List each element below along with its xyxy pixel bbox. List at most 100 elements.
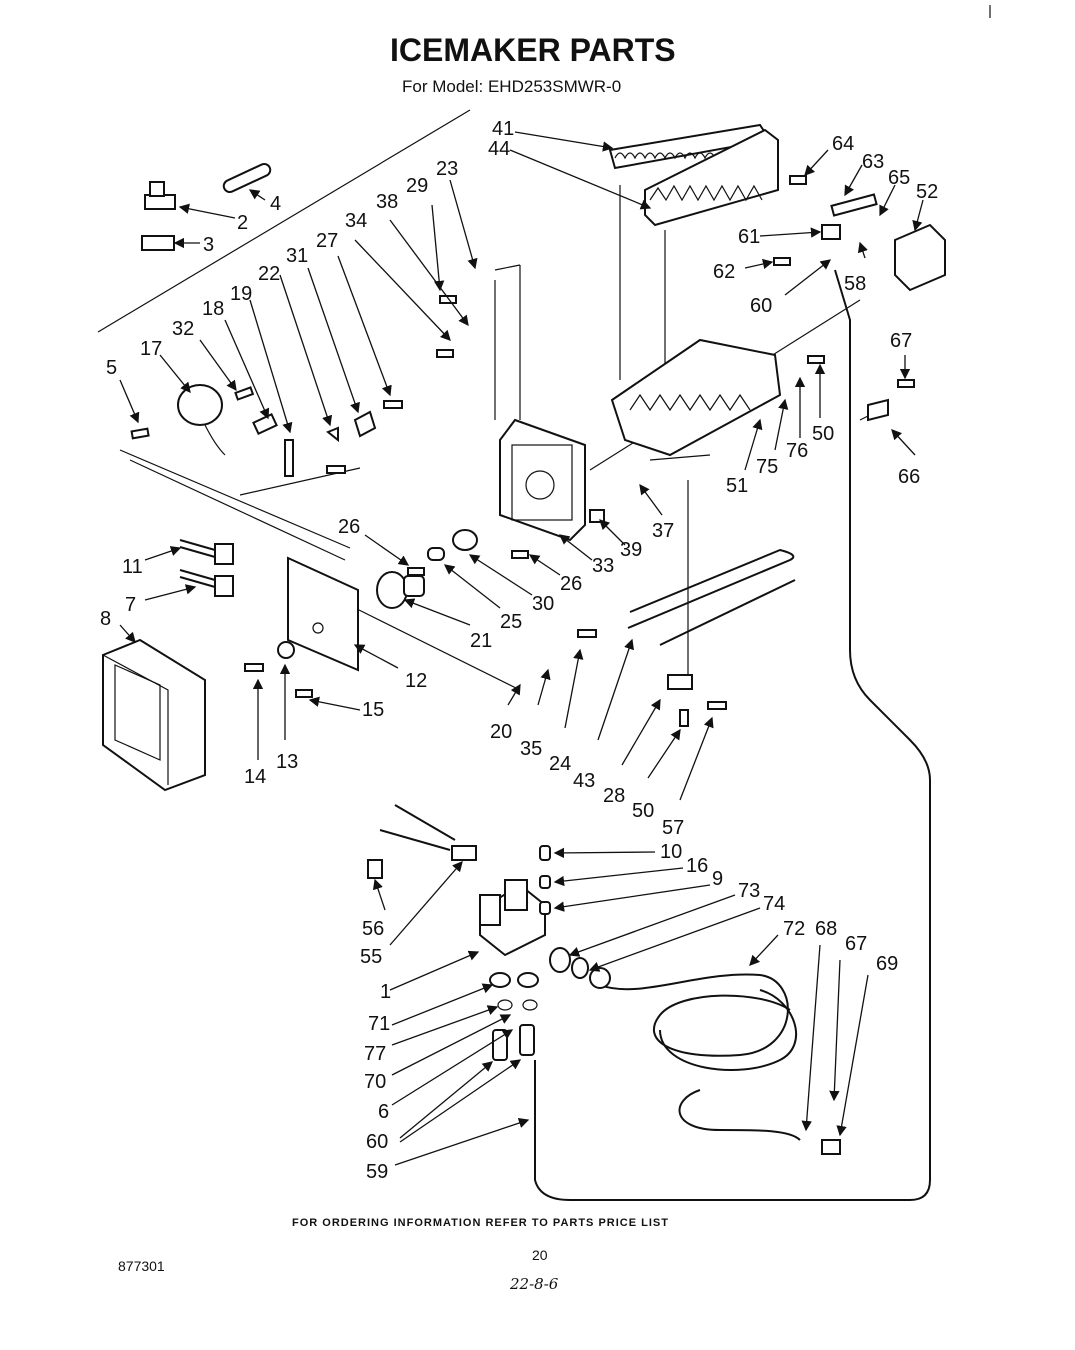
callout-60: 60 — [750, 295, 772, 317]
callout-37: 37 — [652, 520, 674, 542]
callout-51: 51 — [726, 475, 748, 497]
callout-68: 68 — [815, 918, 837, 940]
callout-34: 34 — [345, 210, 367, 232]
callout-76: 76 — [786, 440, 808, 462]
ice-mold-51 — [610, 338, 782, 461]
fitting-73-74 — [549, 947, 611, 989]
module-12 — [287, 556, 359, 672]
document-number: 877301 — [118, 1258, 165, 1274]
callout-10: 10 — [660, 841, 682, 863]
cam-31 — [353, 410, 377, 438]
callout-14: 14 — [244, 766, 266, 788]
callout-62: 62 — [713, 261, 735, 283]
leader-lines — [119, 131, 924, 1166]
ring-77 — [497, 999, 538, 1011]
callout-72: 72 — [783, 918, 805, 940]
callout-26b: 26 — [560, 573, 582, 595]
callout-70: 70 — [364, 1071, 386, 1093]
page-title: ICEMAKER PARTS — [390, 32, 676, 68]
callout-66: 66 — [898, 466, 920, 488]
callout-32: 32 — [172, 318, 194, 340]
callout-16: 16 — [686, 855, 708, 877]
callout-9: 9 — [712, 868, 723, 890]
callout-33: 33 — [592, 555, 614, 577]
ordering-note: FOR ORDERING INFORMATION REFER TO PARTS … — [292, 1217, 669, 1229]
water-valve-1 — [479, 879, 546, 957]
callout-25: 25 — [500, 611, 522, 633]
screws — [130, 257, 915, 727]
callout-11: 11 — [122, 556, 143, 578]
callout-30: 30 — [532, 593, 554, 615]
callout-8: 8 — [100, 608, 111, 630]
water-tube-72 — [599, 973, 801, 1141]
callout-71: 71 — [368, 1013, 390, 1035]
callout-29: 29 — [406, 175, 428, 197]
fittings-10-16-9 — [539, 845, 551, 915]
connector-56 — [367, 859, 383, 879]
callout-38: 38 — [376, 191, 398, 213]
callout-4: 4 — [270, 193, 281, 215]
callout-28: 28 — [603, 785, 625, 807]
callout-59: 59 — [366, 1161, 388, 1183]
callout-35: 35 — [520, 738, 542, 760]
gear-19 — [252, 413, 278, 435]
callout-77: 77 — [364, 1043, 386, 1065]
callout-18: 18 — [202, 298, 224, 320]
bracket-61 — [821, 224, 841, 240]
callout-24: 24 — [549, 753, 571, 775]
clamp-69 — [821, 1139, 841, 1155]
callout-43: 43 — [573, 770, 595, 792]
callout-50: 50 — [812, 423, 834, 445]
cam-30 — [452, 529, 478, 551]
fuse-4 — [222, 162, 272, 194]
callout-12: 12 — [405, 670, 427, 692]
callout-60b: 60 — [366, 1131, 388, 1153]
callout-55: 55 — [360, 946, 382, 968]
switch-18 — [284, 439, 294, 477]
callout-31: 31 — [286, 245, 308, 267]
callout-67b: 67 — [845, 933, 867, 955]
callout-57: 57 — [662, 817, 684, 839]
callout-7: 7 — [125, 594, 136, 616]
lever-22 — [326, 426, 339, 443]
page-number: 20 — [532, 1247, 548, 1263]
insert-6 — [492, 1024, 535, 1061]
callout-58: 58 — [844, 273, 866, 295]
callout-22: 22 — [258, 263, 280, 285]
handwritten-note: 22-8-6 — [510, 1275, 559, 1293]
callout-13: 13 — [276, 751, 298, 773]
model-line: For Model: EHD253SMWR-0 — [402, 77, 622, 96]
motor-17 — [177, 384, 226, 456]
heater-28 — [627, 548, 796, 646]
callout-74: 74 — [763, 893, 785, 915]
bracket-28 — [667, 674, 693, 690]
fitting-3 — [141, 235, 175, 251]
callout-65: 65 — [888, 167, 910, 189]
valve-fitting-2 — [144, 181, 176, 210]
control-housing — [499, 418, 586, 542]
washer-13 — [277, 641, 295, 659]
callout-19: 19 — [230, 283, 252, 305]
callout-41: 41 — [492, 118, 514, 140]
callout-23: 23 — [436, 158, 458, 180]
motor-21 — [376, 571, 425, 609]
callout-21: 21 — [470, 630, 492, 652]
cover-8 — [102, 638, 206, 792]
fill-cup-52 — [894, 223, 946, 292]
nut-71 — [489, 972, 539, 988]
callout-15: 15 — [362, 699, 384, 721]
callout-1: 1 — [380, 981, 391, 1003]
callout-20: 20 — [490, 721, 512, 743]
callout-73: 73 — [738, 880, 760, 902]
callout-2: 2 — [237, 212, 248, 234]
callout-27: 27 — [316, 230, 338, 252]
gear-25 — [427, 547, 445, 561]
callout-67: 67 — [890, 330, 912, 352]
harness-11-7 — [179, 539, 234, 597]
callout-26a: 26 — [338, 516, 360, 538]
callout-75: 75 — [756, 456, 778, 478]
callout-39: 39 — [620, 539, 642, 561]
callout-50b: 50 — [632, 800, 654, 822]
callout-61: 61 — [738, 226, 760, 248]
